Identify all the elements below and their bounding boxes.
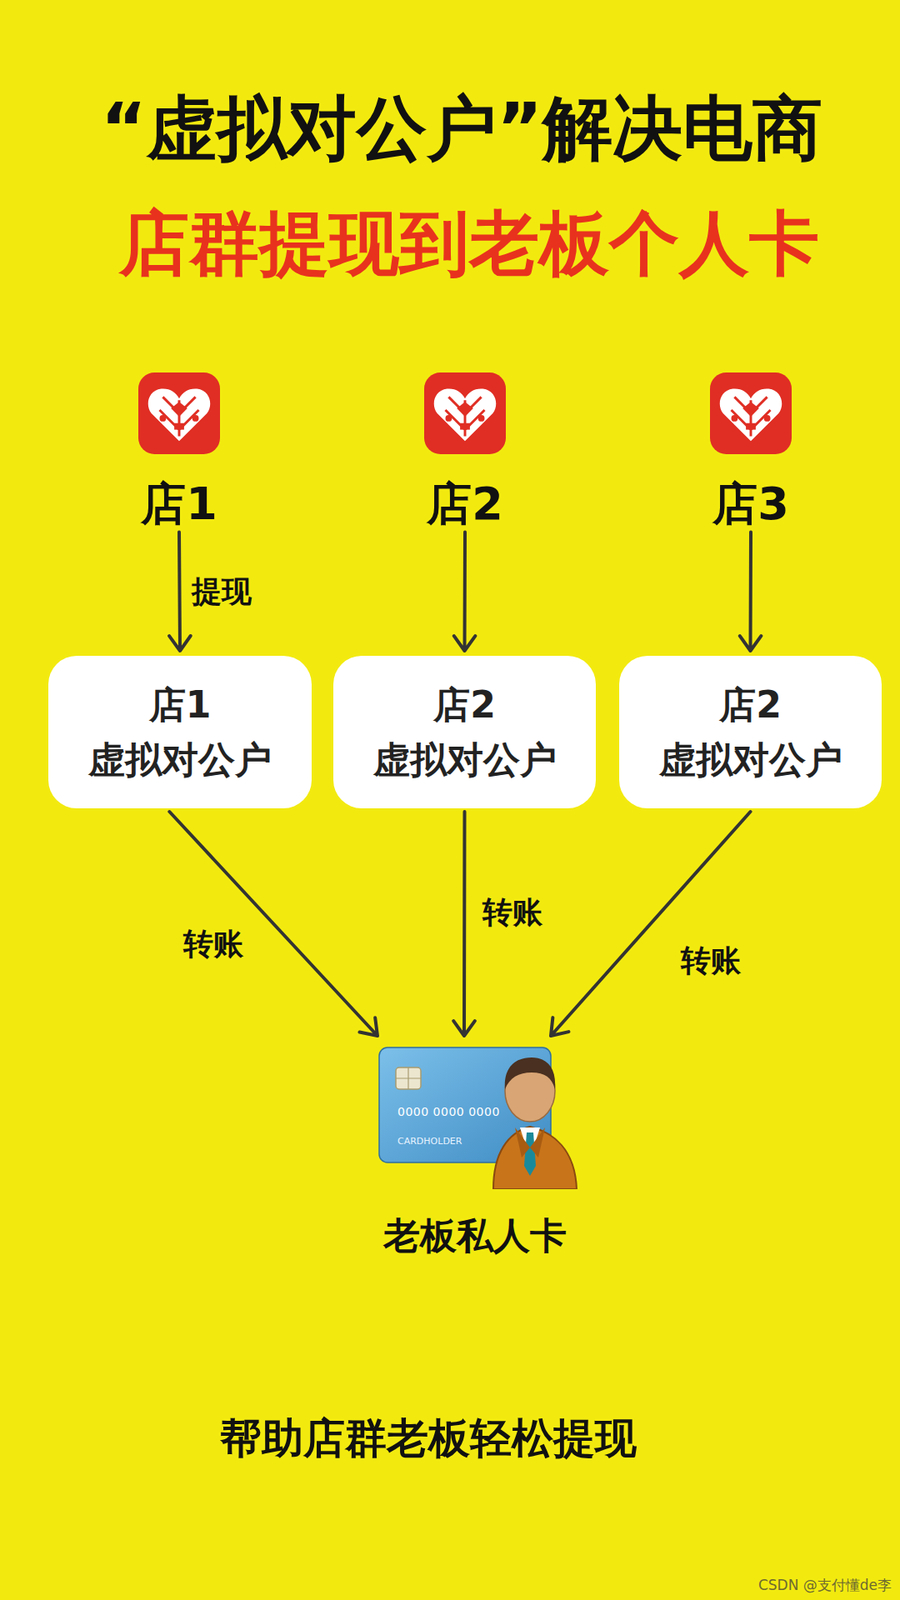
- account-box: 店2 虚拟对公户: [619, 655, 882, 809]
- shop-app-icon: [424, 372, 506, 455]
- account-box: 店1 虚拟对公户: [48, 655, 312, 809]
- shop-name: 店1: [104, 479, 255, 529]
- shop-node: 店3: [675, 372, 826, 529]
- flow-arrow: [550, 811, 751, 1036]
- arrow-label: 转账: [675, 942, 746, 980]
- shop-node: 店1: [104, 372, 255, 529]
- arrow-label: 转账: [178, 925, 249, 963]
- subtitle: 店群提现到老板个人卡: [0, 205, 900, 282]
- card-holder: CARDHOLDER: [397, 1135, 462, 1147]
- owner-card-node: 老板私人卡 0000 0000 0000CARDHOLDER: [366, 1040, 584, 1256]
- arrow-label: 提现: [186, 573, 257, 610]
- account-box: 店2 虚拟对公户: [333, 655, 596, 809]
- arrow-label: 转账: [477, 894, 548, 931]
- card-number: 0000 0000 0000: [397, 1105, 500, 1119]
- shop-app-icon: [710, 372, 792, 455]
- flow-arrow: [169, 811, 378, 1036]
- shop-name: 店2: [390, 479, 540, 529]
- watermark: CSDN @支付懂de李: [758, 1575, 892, 1595]
- diagram-caption: 帮助店群老板轻松提现: [0, 1413, 857, 1464]
- flow-arrow: [454, 531, 476, 651]
- shop-node: 店2: [390, 372, 540, 529]
- flow-arrow: [453, 811, 475, 1036]
- shop-name: 店3: [675, 479, 826, 529]
- diagram-title: “虚拟对公户”解决电商: [0, 90, 900, 167]
- account-label: 店2 虚拟对公户: [635, 677, 865, 788]
- flow-arrow: [740, 531, 762, 651]
- account-label: 店2 虚拟对公户: [350, 677, 580, 788]
- account-label: 店1 虚拟对公户: [65, 677, 295, 788]
- owner-card-label: 老板私人卡: [366, 1215, 584, 1256]
- shop-app-icon: [138, 372, 220, 455]
